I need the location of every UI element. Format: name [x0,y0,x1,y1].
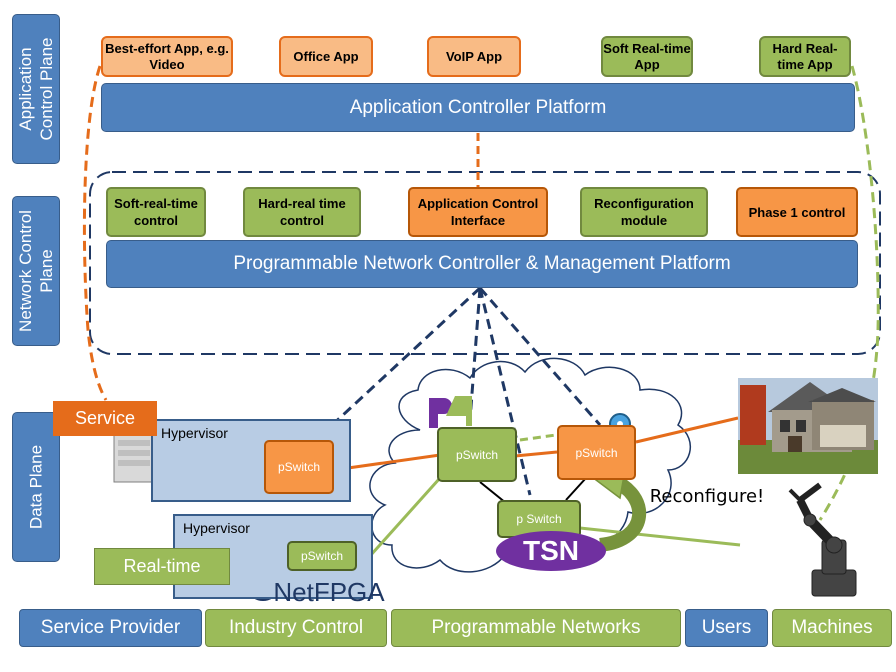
footer-users: Users [685,609,768,647]
netfpga-logo: NetFPGA [273,576,385,607]
robot-arm-image [788,482,857,597]
p4-logo [429,396,472,428]
orange-link-1 [347,453,441,470]
pswitch-cloud-2[interactable]: pSwitch [557,425,636,480]
blue-dash-3 [478,287,532,496]
orange-dash-left [82,65,108,401]
best-effort-app[interactable]: Best-effort App, e.g. Video [101,36,233,77]
pswitch-cloud-1[interactable]: pSwitch [437,427,517,482]
soft-realtime-app[interactable]: Soft Real-time App [601,36,693,77]
hard-realtime-app[interactable]: Hard Real-time App [759,36,851,77]
voip-app[interactable]: VoIP App [427,36,521,77]
orange-link-2 [514,450,558,458]
tsn-badge: TSN [496,531,606,571]
blue-dash-2 [468,287,482,421]
house-image [738,378,878,474]
hard-realtime-control[interactable]: Hard-real time control [243,187,361,237]
reconfigure-label: Reconfigure! [649,485,765,507]
footer-programmable-networks: Programmable Networks [391,609,681,647]
pswitch-hypervisor-2[interactable]: pSwitch [287,541,357,571]
application-control-interface[interactable]: Application Control Interface [408,187,548,237]
application-controller-platform[interactable]: Application Controller Platform [101,83,855,132]
reconfiguration-module[interactable]: Reconfiguration module [580,187,708,237]
blue-dash-4 [478,287,602,426]
footer-machines: Machines [772,609,892,647]
black-link-2 [565,477,587,501]
reconfigure-arrow [598,473,646,552]
black-link-1 [479,481,507,504]
green-link-1 [368,476,442,558]
green-link-2 [519,433,557,442]
hypervisor-label: Hypervisor [183,520,250,536]
data-plane-label: Data Plane [12,412,60,562]
realtime-label: Real-time [94,548,230,585]
network-controller-platform[interactable]: Programmable Network Controller & Manage… [106,240,858,288]
soft-realtime-control[interactable]: Soft-real-time control [106,187,206,237]
phase1-control[interactable]: Phase 1 control [736,187,858,237]
office-app[interactable]: Office App [279,36,373,77]
hypervisor-label: Hypervisor [161,425,228,441]
application-plane-label: Application Control Plane [12,14,60,164]
footer-industry-control: Industry Control [205,609,387,647]
pswitch-hypervisor-1[interactable]: pSwitch [264,440,334,494]
green-link-3 [579,526,741,547]
orange-link-3 [635,416,739,444]
network-plane-label: Network Control Plane [12,196,60,346]
network-plane-region [89,171,881,355]
green-dash-right [818,65,880,521]
footer-service-provider: Service Provider [19,609,202,647]
service-label: Service [53,401,157,436]
blue-dash-1 [314,286,482,442]
